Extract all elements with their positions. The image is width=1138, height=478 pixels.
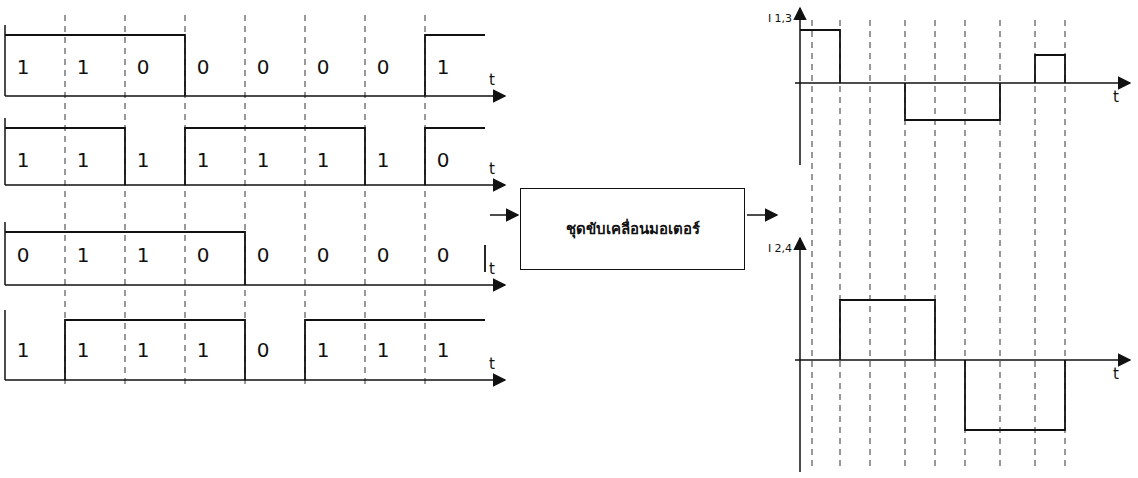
- time-axis-label: t: [1113, 90, 1119, 105]
- digital-waveforms: [5, 35, 485, 380]
- bit-value: 1: [137, 245, 150, 265]
- bit-value: 1: [137, 150, 150, 170]
- time-axis-label: t: [489, 262, 495, 277]
- bit-value: 1: [17, 57, 30, 77]
- bit-value: 1: [377, 340, 390, 360]
- bit-value: 0: [377, 245, 390, 265]
- bit-value: 1: [377, 150, 390, 170]
- bit-value: 0: [377, 57, 390, 77]
- bit-value: 0: [257, 57, 270, 77]
- bit-value: 0: [257, 340, 270, 360]
- time-axis-label: t: [489, 357, 495, 372]
- bit-value: 0: [17, 245, 30, 265]
- process-box: ชุดขับเคลื่อนมอเตอร์: [520, 188, 745, 270]
- bit-value: 1: [137, 340, 150, 360]
- bit-value: 0: [317, 245, 330, 265]
- bit-value: 1: [257, 150, 270, 170]
- bit-value: 1: [317, 150, 330, 170]
- bit-value: 0: [257, 245, 270, 265]
- time-axis-label: t: [489, 162, 495, 177]
- bit-value: 1: [197, 150, 210, 170]
- box-title: ชุดขับเคลื่อนมอเตอร์: [566, 217, 700, 241]
- current-axis-label: I 1,3: [768, 13, 792, 24]
- bit-value: 0: [437, 245, 450, 265]
- time-axes: [5, 8, 1130, 472]
- bit-value: 1: [77, 150, 90, 170]
- bit-value: 1: [77, 340, 90, 360]
- bit-value: 0: [437, 150, 450, 170]
- bit-value: 1: [77, 57, 90, 77]
- bit-value: 1: [317, 340, 330, 360]
- bit-value: 1: [437, 57, 450, 77]
- bit-value: 1: [197, 340, 210, 360]
- bit-value: 0: [317, 57, 330, 77]
- bit-value: 1: [17, 340, 30, 360]
- bit-value: 1: [17, 150, 30, 170]
- bit-value: 0: [197, 245, 210, 265]
- bit-value: 1: [437, 340, 450, 360]
- bit-value: 0: [137, 57, 150, 77]
- current-axis-label: I 2,4: [768, 243, 792, 254]
- bit-value: 1: [77, 245, 90, 265]
- time-axis-label: t: [489, 73, 495, 88]
- current-waveforms: [800, 30, 1065, 430]
- bit-value: 0: [197, 57, 210, 77]
- time-axis-label: t: [1113, 367, 1119, 382]
